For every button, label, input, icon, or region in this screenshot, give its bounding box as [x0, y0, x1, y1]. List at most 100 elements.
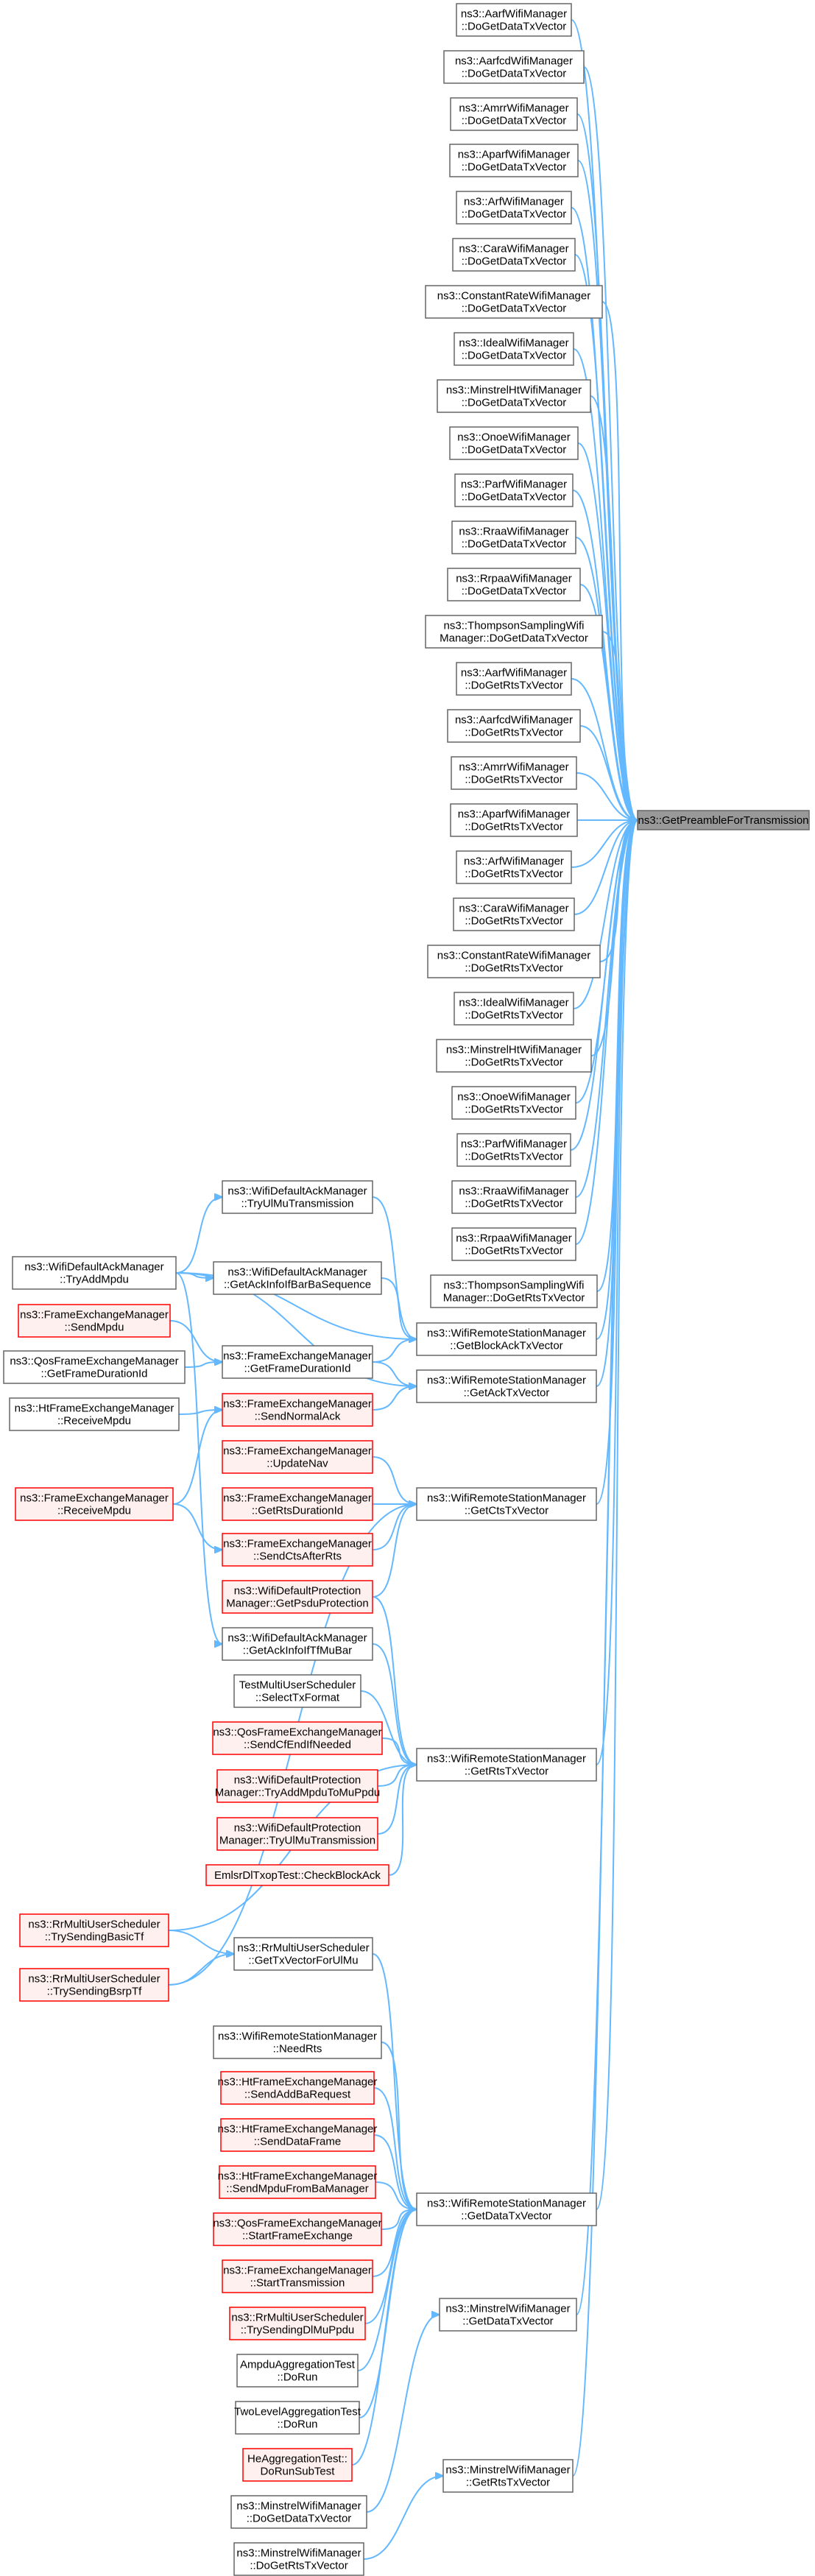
node-rtstx[interactable]: ns3::WifiRemoteStationManager::GetRtsTxV… — [416, 1748, 597, 1782]
node-c17[interactable]: ns3::AmrrWifiManager::DoGetRtsTxVector — [451, 756, 577, 790]
node-c2[interactable]: ns3::AarfcdWifiManager::DoGetDataTxVecto… — [443, 50, 585, 84]
node-c19[interactable]: ns3::ArfWifiManager::DoGetRtsTxVector — [456, 850, 572, 884]
node-label: ::SendMpduFromBaManager — [226, 2183, 368, 2195]
node-sendCtsAfterRts[interactable]: ns3::FrameExchangeManager::SendCtsAfterR… — [222, 1533, 373, 1567]
edge-c27-to-root — [575, 820, 638, 1245]
node-receiveMpdu[interactable]: ns3::FrameExchangeManager::ReceiveMpdu — [15, 1487, 174, 1521]
node-label: Manager::DoGetRtsTxVector — [443, 1292, 585, 1305]
node-c6[interactable]: ns3::CaraWifiManager::DoGetDataTxVector — [452, 238, 576, 272]
node-rtsDur[interactable]: ns3::FrameExchangeManager::GetRtsDuratio… — [222, 1487, 373, 1521]
node-c24[interactable]: ns3::OnoeWifiManager::DoGetRtsTxVector — [451, 1086, 576, 1120]
node-c7[interactable]: ns3::ConstantRateWifiManager::DoGetDataT… — [425, 285, 603, 319]
node-box — [222, 1580, 373, 1614]
node-c16[interactable]: ns3::AarfcdWifiManager::DoGetRtsTxVector — [447, 709, 581, 743]
node-box — [416, 2192, 597, 2226]
node-twoLevel[interactable]: TwoLevelAggregationTest::DoRun — [234, 2401, 361, 2435]
node-getTxUlMu[interactable]: ns3::RrMultiUserScheduler::GetTxVectorFo… — [233, 1937, 373, 1971]
node-c3[interactable]: ns3::AmrrWifiManager::DoGetDataTxVector — [450, 97, 578, 131]
node-blockack[interactable]: ns3::WifiRemoteStationManager::GetBlockA… — [416, 1322, 597, 1356]
node-bsrpTf[interactable]: ns3::RrMultiUserScheduler::TrySendingBsr… — [19, 1968, 169, 2002]
node-label: ::GetFrameDurationId — [40, 1368, 147, 1380]
node-c27[interactable]: ns3::RrpaaWifiManager::DoGetRtsTxVector — [451, 1227, 576, 1261]
node-minGetRts[interactable]: ns3::MinstrelWifiManager::GetRtsTxVector — [442, 2459, 574, 2493]
node-c28[interactable]: ns3::ThompsonSamplingWifiManager::DoGetR… — [430, 1274, 598, 1308]
node-minDoGetRts[interactable]: ns3::MinstrelWifiManager::DoGetRtsTxVect… — [233, 2542, 364, 2576]
node-label: ::DoGetRtsTxVector — [465, 915, 562, 928]
node-tryUlMu[interactable]: ns3::WifiDefaultAckManager::TryUlMuTrans… — [222, 1180, 373, 1214]
node-root[interactable]: ns3::GetPreambleForTransmission — [637, 810, 810, 830]
node-box — [442, 2459, 574, 2493]
node-minDoGetData[interactable]: ns3::MinstrelWifiManager::DoGetDataTxVec… — [230, 2495, 367, 2529]
node-heAgg[interactable]: HeAggregationTest::DoRunSubTest — [242, 2448, 353, 2482]
node-label: ns3::WifiRemoteStationManager — [427, 1492, 586, 1505]
node-label: ns3::ArfWifiManager — [464, 196, 564, 208]
node-emlsr[interactable]: EmlsrDlTxopTest::CheckBlockAck — [205, 1864, 389, 1886]
edge-datatx-to-root — [596, 820, 638, 2210]
node-c13[interactable]: ns3::RrpaaWifiManager::DoGetDataTxVector — [447, 568, 581, 601]
node-label: ns3::WifiRemoteStationManager — [218, 2030, 377, 2043]
node-c15[interactable]: ns3::AarfWifiManager::DoGetRtsTxVector — [456, 662, 572, 696]
node-needRts[interactable]: ns3::WifiRemoteStationManager::NeedRts — [213, 2025, 382, 2059]
node-box — [230, 2495, 367, 2529]
node-acktx[interactable]: ns3::WifiRemoteStationManager::GetAckTxV… — [416, 1369, 597, 1403]
node-selectTx[interactable]: TestMultiUserScheduler::SelectTxFormat — [233, 1674, 361, 1708]
node-sendDataFrame[interactable]: ns3::HtFrameExchangeManager::SendDataFra… — [218, 2118, 378, 2152]
node-c10[interactable]: ns3::OnoeWifiManager::DoGetDataTxVector — [449, 426, 579, 460]
node-c23[interactable]: ns3::MinstrelHtWifiManager::DoGetRtsTxVe… — [436, 1039, 592, 1073]
node-tryAddMpdu[interactable]: ns3::WifiDefaultAckManager::TryAddMpdu — [12, 1256, 177, 1290]
node-label: ::DoGetRtsTxVector — [465, 774, 562, 786]
node-c9[interactable]: ns3::MinstrelHtWifiManager::DoGetDataTxV… — [437, 379, 591, 413]
node-c14[interactable]: ns3::ThompsonSamplingWifiManager::DoGetD… — [425, 615, 603, 649]
node-label: ::GetBlockAckTxVector — [450, 1340, 562, 1352]
edge-selectTx-to-rtstx — [360, 1690, 417, 1765]
node-sendMpduBa[interactable]: ns3::HtFrameExchangeManager::SendMpduFro… — [218, 2165, 378, 2199]
node-label: TwoLevelAggregationTest — [234, 2406, 361, 2418]
node-c1[interactable]: ns3::AarfWifiManager::DoGetDataTxVector — [456, 3, 572, 37]
node-frameDur[interactable]: ns3::FrameExchangeManager::GetFrameDurat… — [222, 1345, 373, 1379]
node-sendNormalAck[interactable]: ns3::FrameExchangeManager::SendNormalAck — [222, 1393, 373, 1427]
node-startFrameEx[interactable]: ns3::QosFrameExchangeManager::StartFrame… — [213, 2212, 382, 2246]
node-c25[interactable]: ns3::ParfWifiManager::DoGetRtsTxVector — [456, 1133, 571, 1167]
node-trySendingDl[interactable]: ns3::RrMultiUserScheduler::TrySendingDlM… — [229, 2307, 366, 2340]
node-c8[interactable]: ns3::IdealWifiManager::DoGetDataTxVector — [454, 332, 574, 366]
node-htReceive[interactable]: ns3::HtFrameExchangeManager::ReceiveMpdu — [9, 1397, 180, 1431]
node-tryUlMuProt[interactable]: ns3::WifiDefaultProtectionManager::TryUl… — [216, 1817, 378, 1851]
node-box — [456, 3, 572, 37]
node-updateNav[interactable]: ns3::FrameExchangeManager::UpdateNav — [222, 1440, 373, 1474]
node-c4[interactable]: ns3::AparfWifiManager::DoGetDataTxVector — [449, 144, 579, 177]
node-label: DoRunSubTest — [261, 2466, 336, 2478]
node-c26[interactable]: ns3::RraaWifiManager::DoGetRtsTxVector — [451, 1180, 576, 1214]
edge-frameDur-to-blockack — [372, 1339, 417, 1363]
node-sendMpdu[interactable]: ns3::FrameExchangeManager::SendMpdu — [18, 1304, 171, 1338]
node-qosFrameDur[interactable]: ns3::QosFrameExchangeManager::GetFrameDu… — [3, 1350, 186, 1384]
node-ampdu[interactable]: AmpduAggregationTest::DoRun — [236, 2354, 359, 2388]
node-label: ns3::HtFrameExchangeManager — [15, 1402, 174, 1415]
node-ackInfoTfMuBar[interactable]: ns3::WifiDefaultAckManager::GetAckInfoIf… — [222, 1627, 373, 1661]
node-sendCfEnd[interactable]: ns3::QosFrameExchangeManager::SendCfEndI… — [212, 1721, 383, 1755]
node-minGetData[interactable]: ns3::MinstrelWifiManager::GetDataTxVecto… — [439, 2298, 577, 2332]
edge-sendNormalAck-to-acktx — [372, 1386, 417, 1411]
node-label: ::TrySendingDlMuPpdu — [241, 2324, 355, 2337]
node-c22[interactable]: ns3::IdealWifiManager::DoGetRtsTxVector — [454, 992, 574, 1026]
node-label: ns3::HtFrameExchangeManager — [218, 2076, 378, 2089]
node-box — [451, 521, 576, 554]
node-c21[interactable]: ns3::ConstantRateWifiManager::DoGetRtsTx… — [427, 945, 601, 978]
node-sendAddBa[interactable]: ns3::HtFrameExchangeManager::SendAddBaRe… — [218, 2071, 378, 2105]
node-startTx[interactable]: ns3::FrameExchangeManager::StartTransmis… — [222, 2259, 373, 2293]
node-psduProt[interactable]: ns3::WifiDefaultProtectionManager::GetPs… — [222, 1580, 373, 1614]
node-c12[interactable]: ns3::RraaWifiManager::DoGetDataTxVector — [451, 521, 576, 554]
node-c11[interactable]: ns3::ParfWifiManager::DoGetDataTxVector — [454, 473, 574, 507]
node-datatx[interactable]: ns3::WifiRemoteStationManager::GetDataTx… — [416, 2192, 597, 2226]
node-label: ::DoGetDataTxVector — [462, 115, 567, 127]
node-basicTf[interactable]: ns3::RrMultiUserScheduler::TrySendingBas… — [19, 1913, 169, 1947]
edge-c9-to-root — [590, 395, 638, 820]
node-c5[interactable]: ns3::ArfWifiManager::DoGetDataTxVector — [456, 191, 572, 225]
node-label: ns3::AarfcdWifiManager — [455, 714, 573, 727]
node-label: ns3::FrameExchangeManager — [223, 2265, 372, 2277]
node-label: ns3::ParfWifiManager — [461, 479, 567, 491]
node-c18[interactable]: ns3::AparfWifiManager::DoGetRtsTxVector — [450, 803, 578, 837]
node-tryAddMpduMu[interactable]: ns3::WifiDefaultProtectionManager::TryAd… — [215, 1769, 381, 1803]
node-c20[interactable]: ns3::CaraWifiManager::DoGetRtsTxVector — [453, 897, 575, 931]
node-ctstx[interactable]: ns3::WifiRemoteStationManager::GetCtsTxV… — [416, 1487, 597, 1521]
node-ackInfoBar[interactable]: ns3::WifiDefaultAckManager::GetAckInfoIf… — [213, 1261, 382, 1295]
